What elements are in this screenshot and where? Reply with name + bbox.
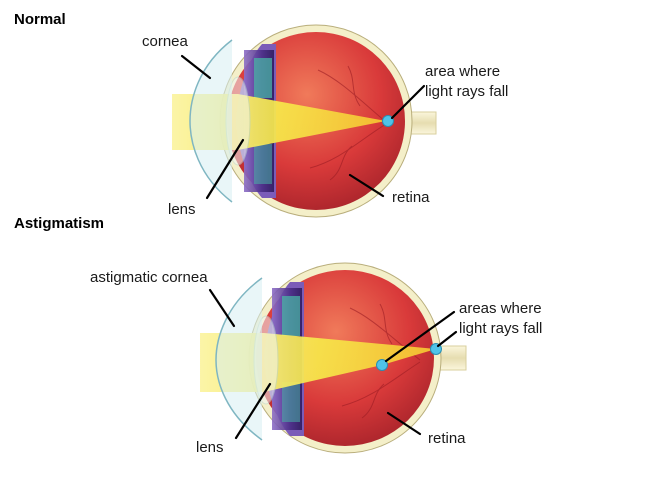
label-retina-normal: retina xyxy=(392,189,430,206)
pointer-lens-astigmatism xyxy=(234,382,272,440)
section-heading-normal: Normal xyxy=(14,11,66,28)
cornea-normal xyxy=(189,39,233,203)
pointer-retina-astigmatism xyxy=(386,411,422,436)
focus-point-astigmatism-inner xyxy=(376,359,388,371)
label-focus-normal-line1: area where xyxy=(425,63,500,80)
focus-point-normal xyxy=(382,115,394,127)
pointer-lens-normal xyxy=(205,138,245,200)
section-heading-astigmatism: Astigmatism xyxy=(14,215,104,232)
label-lens-astigmatism: lens xyxy=(196,439,224,456)
label-focus-astigmatism-line1: areas where xyxy=(459,300,542,317)
label-cornea-astigmatism: astigmatic cornea xyxy=(90,269,208,286)
astigmatism-section: Astigmatism astigma xyxy=(14,215,542,456)
pointer-focus-normal xyxy=(390,84,426,120)
retina-vessels-normal xyxy=(309,65,387,181)
normal-section: Normal cornea l xyxy=(14,11,508,218)
ciliary-body-astigmatism xyxy=(282,296,300,336)
label-cornea-normal: cornea xyxy=(142,33,189,50)
label-lens-normal: lens xyxy=(168,201,196,218)
pointer-focus-astigmatism-inner xyxy=(384,310,456,363)
cornea-astigmatism xyxy=(215,277,263,441)
pointer-focus-astigmatism-outer xyxy=(436,330,458,348)
pointer-retina-normal xyxy=(348,173,385,198)
pointer-cornea-normal xyxy=(180,54,212,80)
label-focus-astigmatism-line2: light rays fall xyxy=(459,320,542,337)
label-retina-astigmatism: retina xyxy=(428,430,466,447)
label-focus-normal-line2: light rays fall xyxy=(425,83,508,100)
ciliary-body-normal xyxy=(254,58,272,98)
pointer-cornea-astigmatism xyxy=(208,288,236,328)
